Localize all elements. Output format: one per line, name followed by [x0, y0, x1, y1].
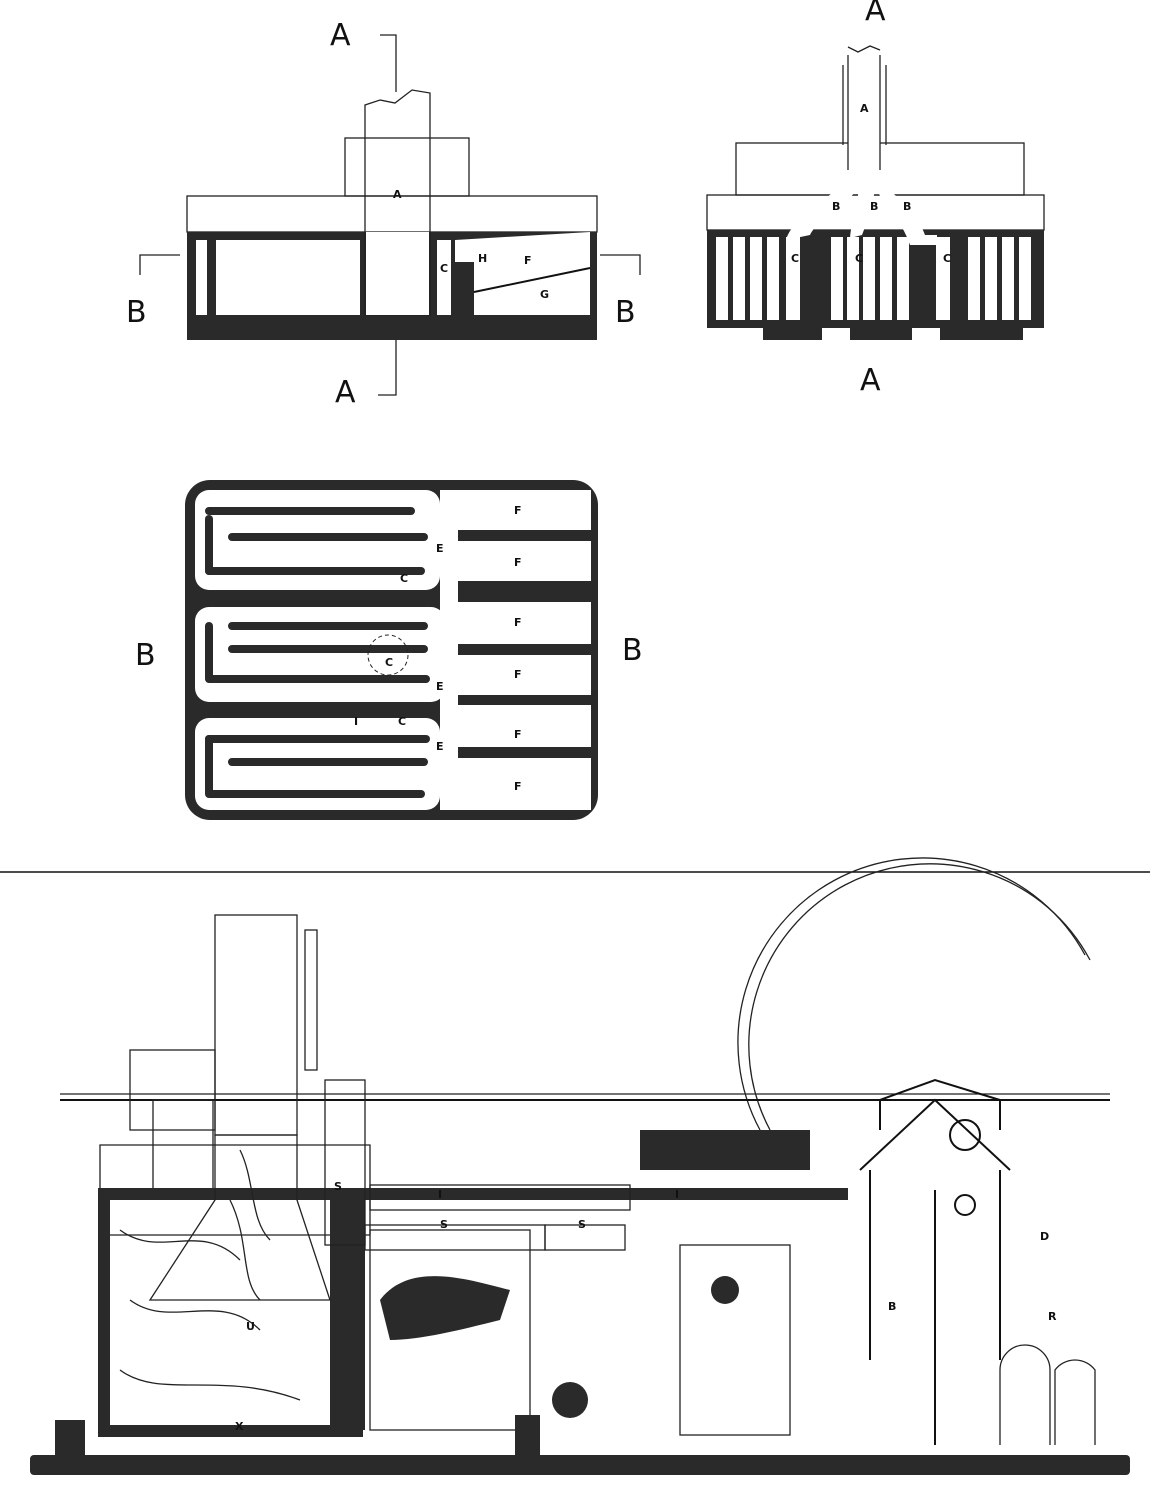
cut-label: A	[865, 0, 886, 28]
grate	[473, 267, 591, 293]
cut-label: A	[860, 363, 881, 398]
part-label: B	[870, 200, 878, 213]
cut-line-a-bottom	[378, 340, 397, 396]
part-label: B	[888, 1300, 896, 1313]
part-label: B	[832, 200, 840, 213]
part-label: C	[943, 252, 951, 265]
section-b-b: B B F F F F F F E E E C C C I	[135, 480, 643, 820]
part-label: C	[385, 656, 393, 669]
cut-label: A	[335, 375, 356, 410]
part-label: F	[524, 254, 532, 267]
roof-slab	[186, 195, 598, 233]
part-label: G	[540, 288, 549, 301]
part-label: A	[393, 188, 402, 201]
part-label: E	[436, 740, 444, 753]
part-label: F	[514, 556, 522, 569]
part-label: C	[400, 572, 408, 585]
part-label: F	[514, 780, 522, 793]
part-label: I	[438, 1188, 442, 1201]
cut-label: B	[615, 295, 636, 330]
part-label: R	[1048, 1310, 1057, 1323]
part-label: D	[1040, 1230, 1049, 1243]
cut-line-b-right	[600, 254, 641, 275]
cut-label: A	[330, 18, 351, 53]
part-label: C	[440, 262, 448, 275]
part-label: C	[791, 252, 799, 265]
part-label: F	[514, 668, 522, 681]
part-label: E	[436, 680, 444, 693]
part-label: F	[514, 728, 522, 741]
part-label: C	[398, 715, 406, 728]
cut-label: B	[135, 638, 156, 673]
part-label: F	[514, 504, 522, 517]
part-label: C	[855, 252, 863, 265]
part-label: S	[440, 1218, 448, 1231]
cut-label: B	[622, 633, 643, 668]
part-label: E	[436, 542, 444, 555]
part-label: B	[903, 200, 911, 213]
cut-label: B	[126, 295, 147, 330]
upper-block	[344, 137, 470, 197]
part-label: F	[514, 616, 522, 629]
part-label: A	[860, 102, 869, 115]
cut-line-b-left	[139, 254, 180, 275]
cut-line-a-top	[380, 34, 397, 92]
part-label: X	[235, 1420, 244, 1433]
part-label: S	[578, 1218, 586, 1231]
part-label: U	[246, 1320, 255, 1333]
part-label: S	[334, 1180, 342, 1193]
part-label: I	[675, 1188, 679, 1201]
elevation-section: A A B B A C H F G	[126, 18, 641, 410]
plant-section: S S S I I X U B R D	[30, 857, 1130, 1475]
section-a-a: A A A B B B C C C	[706, 0, 1045, 398]
part-label: H	[478, 252, 487, 265]
part-label: I	[354, 715, 358, 728]
